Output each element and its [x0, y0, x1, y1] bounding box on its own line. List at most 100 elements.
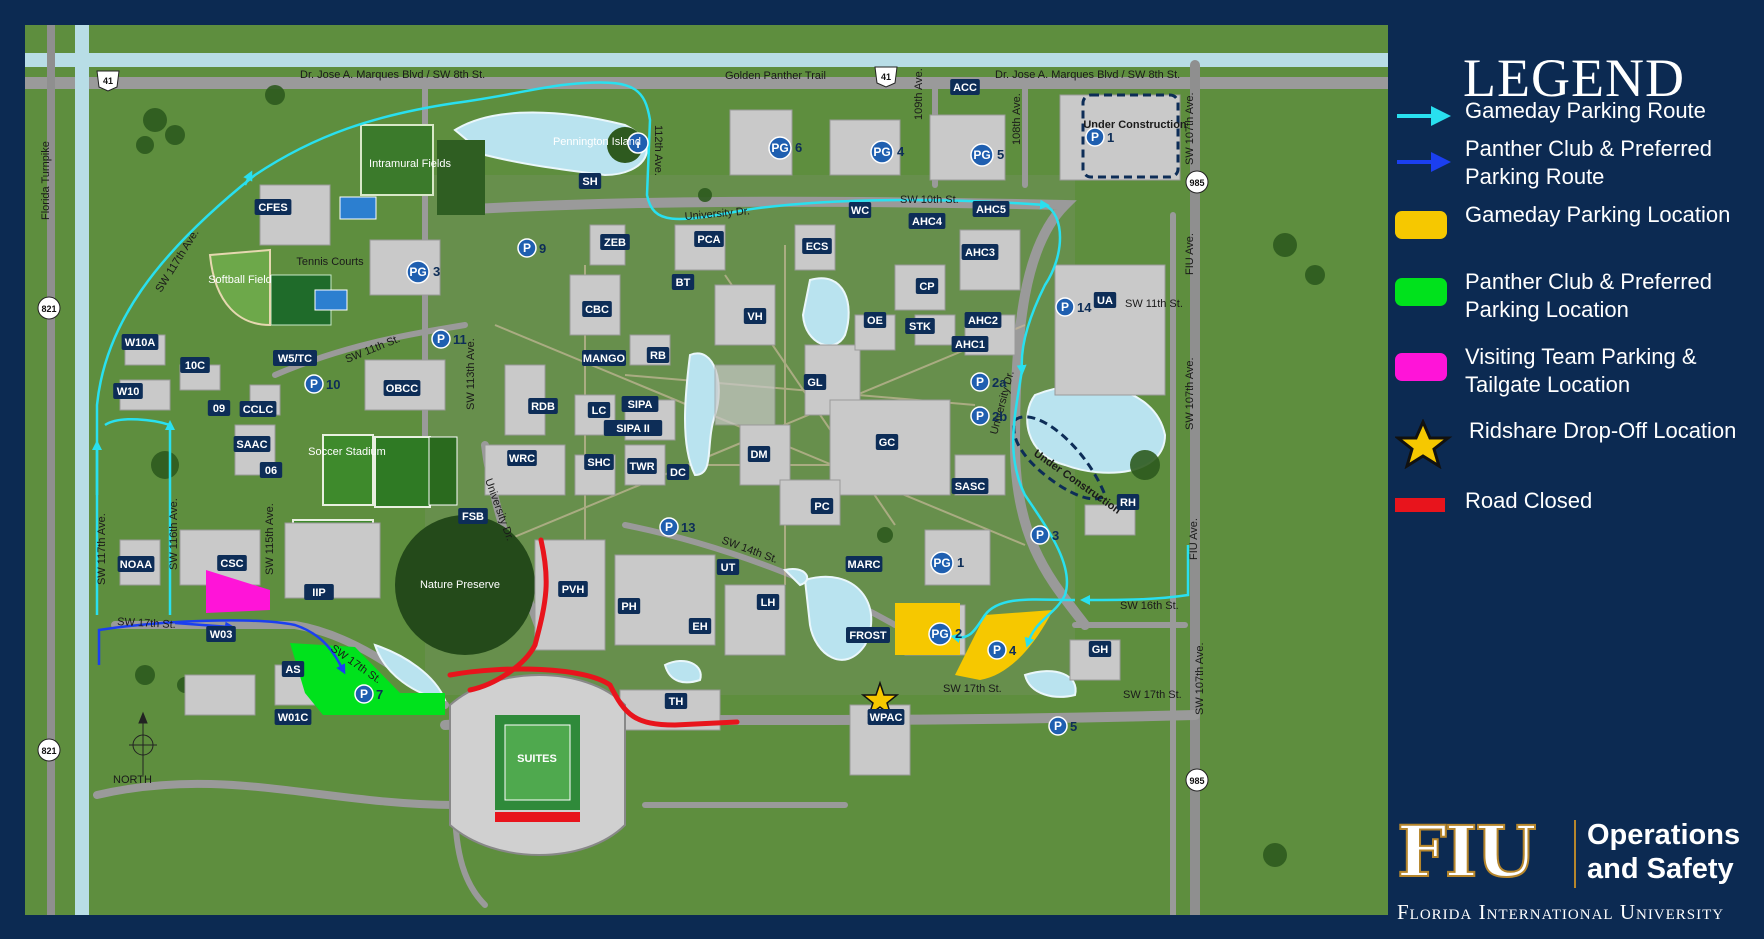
svg-text:821: 821 — [41, 746, 56, 756]
building-label-rb: RB — [646, 347, 670, 363]
svg-text:2: 2 — [955, 626, 962, 641]
roads — [25, 25, 1388, 915]
svg-text:SW 17th St.: SW 17th St. — [943, 683, 1002, 695]
building-label-w01c: W01C — [274, 709, 312, 725]
svg-text:P: P — [437, 332, 445, 346]
svg-text:GL: GL — [807, 377, 823, 389]
university-name: Florida International University — [1397, 900, 1725, 924]
svg-text:IIP: IIP — [312, 587, 325, 599]
svg-text:W03: W03 — [210, 629, 233, 641]
svg-text:3: 3 — [433, 264, 440, 279]
svg-text:SW 16th St.: SW 16th St. — [1120, 600, 1179, 612]
svg-text:Soccer Stadium: Soccer Stadium — [308, 446, 386, 458]
svg-text:FIU Ave.: FIU Ave. — [1188, 518, 1200, 560]
svg-text:PC: PC — [814, 501, 829, 513]
building-label-sh: SH — [578, 173, 602, 189]
building-label-pca: PCA — [694, 231, 724, 247]
svg-text:LC: LC — [592, 405, 607, 417]
svg-text:112th Ave.: 112th Ave. — [652, 125, 664, 176]
route-985-shield-north: 985 — [1185, 170, 1209, 194]
svg-text:Dr. Jose A. Marques Blvd / SW: Dr. Jose A. Marques Blvd / SW 8th St. — [300, 69, 485, 81]
building-label-iip: IIP — [304, 584, 334, 600]
road-closed-swatch — [1395, 498, 1445, 512]
building-label-wpac: WPAC — [867, 709, 905, 725]
parking-garage-pg3[interactable]: PG 3 — [406, 260, 440, 284]
svg-text:PG: PG — [409, 265, 426, 279]
route-821-shield-south: 821 — [37, 738, 61, 762]
svg-text:P: P — [665, 520, 673, 534]
legend-label: Panther Club & Preferred Parking Locatio… — [1465, 269, 1713, 322]
legend-label: Visiting Team Parking & Tailgate Locatio… — [1465, 344, 1697, 397]
gameday-swatch — [1395, 211, 1447, 239]
parking-lot-p11[interactable]: P 11 — [431, 329, 467, 349]
parking-garage-pg2[interactable]: PG 2 — [928, 622, 962, 646]
svg-text:SW 10th St.: SW 10th St. — [900, 194, 959, 206]
building-label-rdb: RDB — [528, 398, 558, 414]
svg-text:ECS: ECS — [806, 241, 829, 253]
road-closed-segments — [447, 537, 740, 728]
building-label-lh: LH — [756, 594, 780, 610]
svg-text:Dr. Jose A. Marques Blvd / SW: Dr. Jose A. Marques Blvd / SW 8th St. — [995, 69, 1180, 81]
visiting-swatch — [1395, 353, 1447, 381]
building-label-frost: FROST — [846, 627, 890, 643]
svg-text:1: 1 — [957, 555, 964, 570]
svg-text:AHC1: AHC1 — [955, 339, 985, 351]
svg-text:41: 41 — [881, 72, 891, 82]
building-label-lc: LC — [587, 402, 611, 418]
svg-text:CCLC: CCLC — [243, 404, 274, 416]
svg-text:SW 17th St.: SW 17th St. — [1123, 689, 1182, 701]
building-label-gc: GC — [875, 434, 899, 450]
svg-text:RH: RH — [1120, 497, 1136, 509]
cyan-arrow-icon — [1397, 106, 1451, 126]
building-label-bt: BT — [671, 274, 695, 290]
svg-text:2b: 2b — [992, 409, 1007, 424]
building-label-ecs: ECS — [802, 238, 832, 254]
building-label-mango: MANGO — [582, 350, 626, 366]
svg-text:PVH: PVH — [562, 584, 585, 596]
building-label-gl: GL — [803, 374, 827, 390]
building-label-ua: UA — [1093, 292, 1117, 308]
svg-text:ACC: ACC — [953, 82, 977, 94]
building-label-pc: PC — [810, 498, 834, 514]
svg-text:FROST: FROST — [849, 630, 887, 642]
svg-text:11: 11 — [453, 332, 467, 347]
building-label-csc: CSC — [217, 555, 247, 571]
svg-text:CBC: CBC — [585, 304, 609, 316]
parking-garage-pg1[interactable]: PG 1 — [930, 551, 964, 575]
building-label-c10: 10C — [180, 357, 210, 373]
svg-text:PG: PG — [931, 627, 948, 641]
svg-text:WC: WC — [851, 205, 869, 217]
svg-text:41: 41 — [103, 76, 113, 86]
compass-icon — [129, 711, 157, 775]
svg-text:P: P — [976, 375, 984, 389]
building-label-marc: MARC — [845, 556, 883, 572]
svg-text:TWR: TWR — [629, 461, 654, 473]
svg-text:CSC: CSC — [220, 558, 243, 570]
svg-text:PG: PG — [973, 148, 990, 162]
construction-zones — [1012, 93, 1180, 501]
svg-text:NOAA: NOAA — [120, 559, 152, 571]
svg-text:W10: W10 — [117, 386, 140, 398]
legend-item-gameday-location: Gameday Parking Location — [1395, 201, 1740, 261]
lakes — [373, 111, 1167, 702]
svg-text:PG: PG — [933, 556, 950, 570]
svg-text:AS: AS — [285, 664, 300, 676]
building-label-ut: UT — [716, 559, 740, 575]
svg-text:06: 06 — [265, 465, 277, 477]
building-label-stk: STK — [905, 318, 935, 334]
building-label-twr: TWR — [627, 458, 657, 474]
